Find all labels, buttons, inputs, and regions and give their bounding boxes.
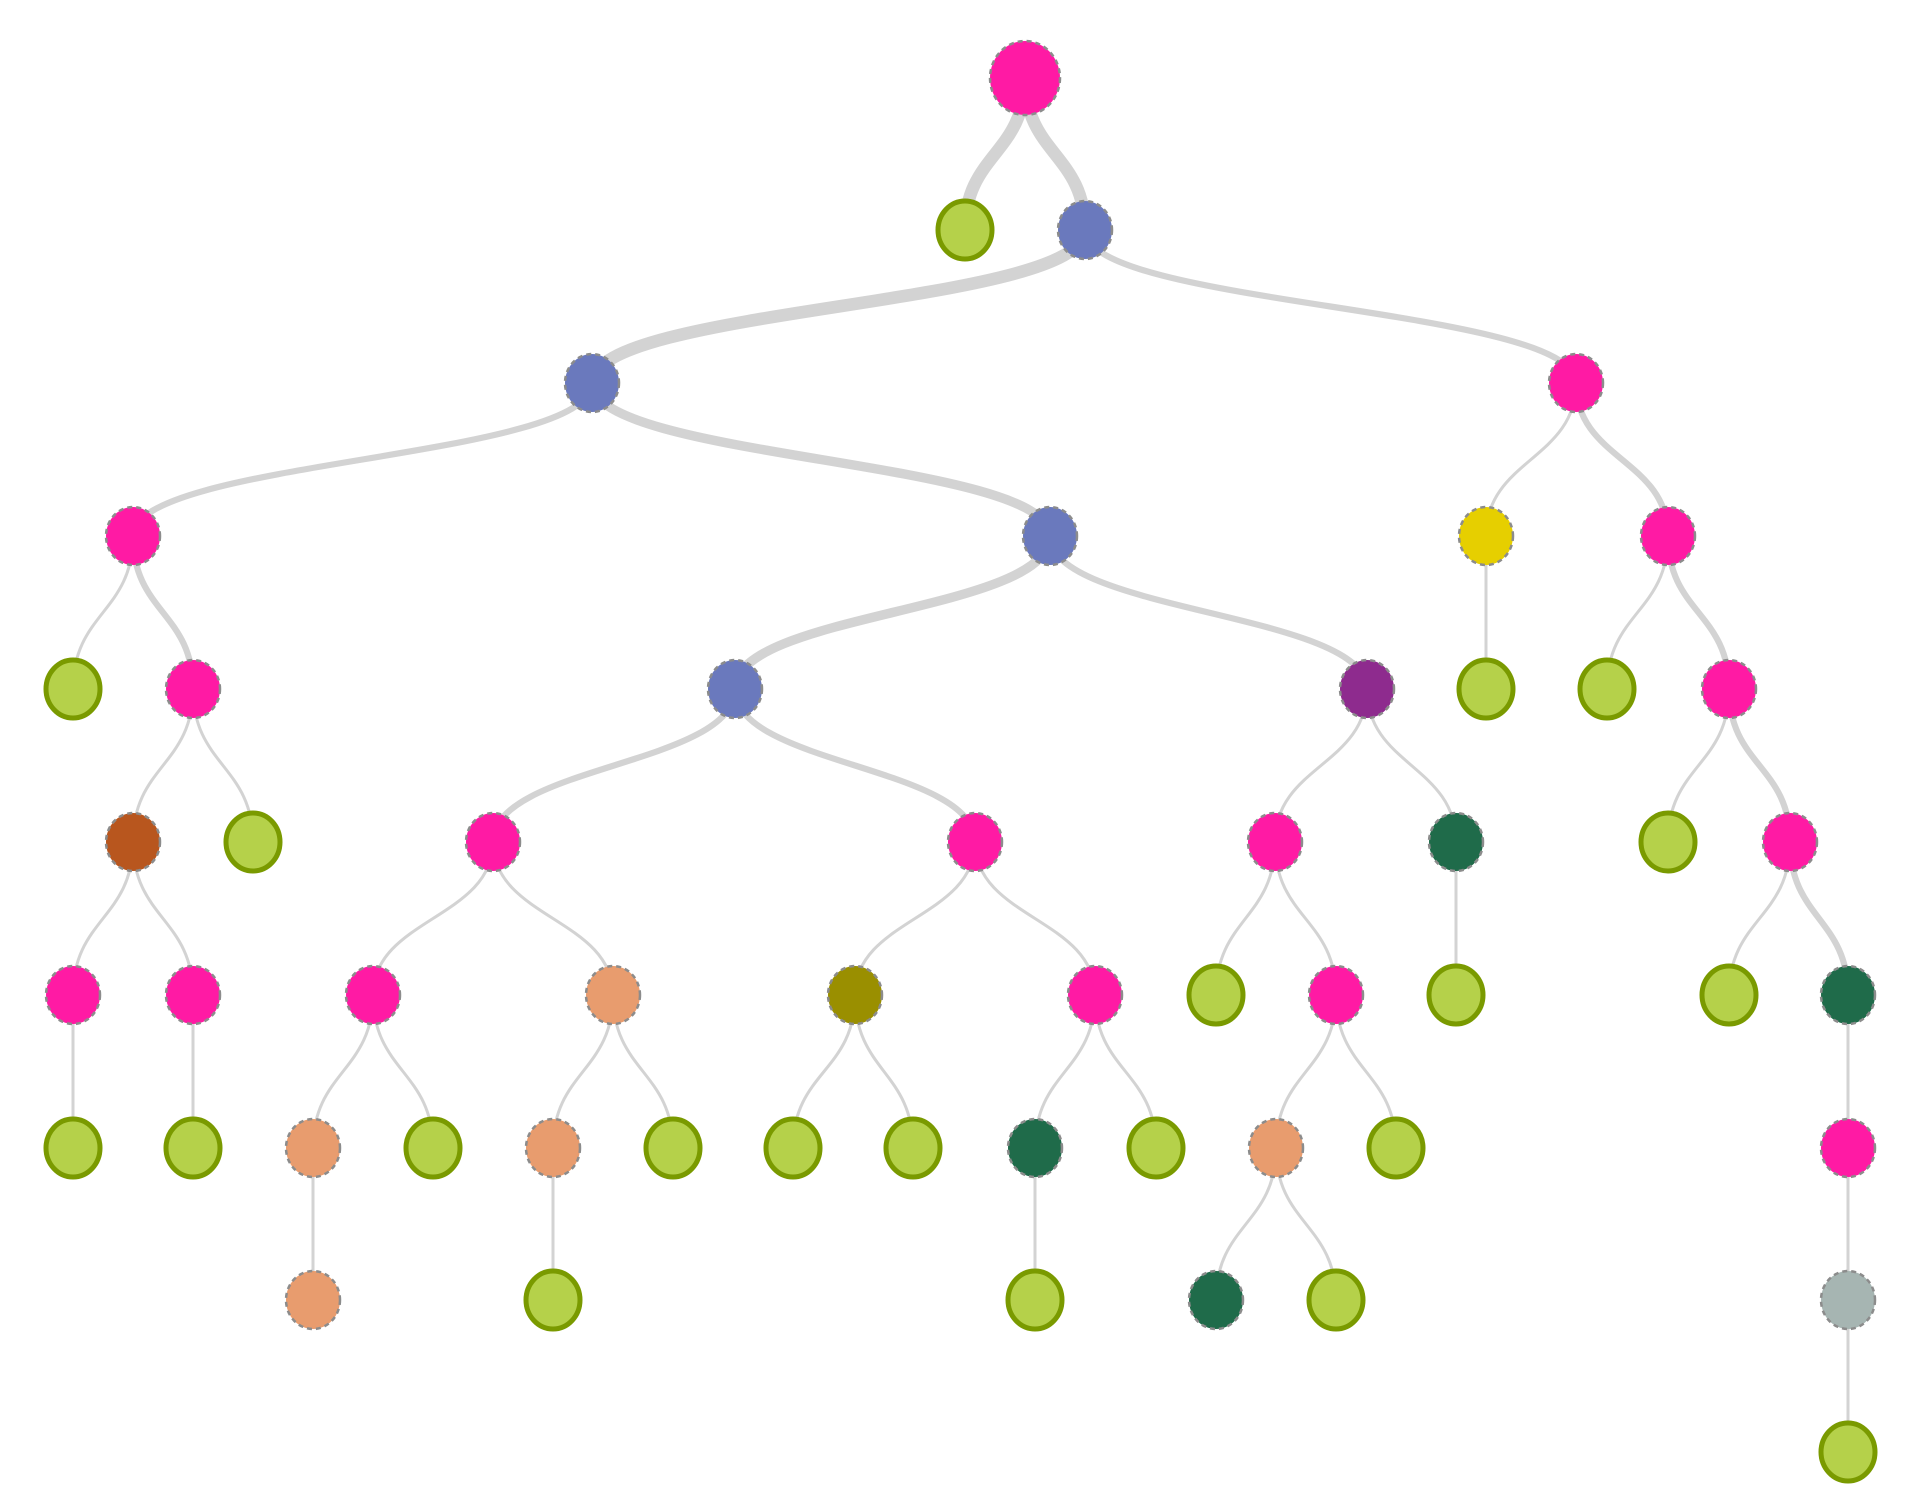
tree-node-darkgreen[interactable]	[1006, 1117, 1064, 1179]
tree-node-leaf[interactable]	[1699, 963, 1759, 1027]
tree-node-leaf[interactable]	[1366, 1116, 1426, 1180]
tree-node-leaf[interactable]	[763, 1116, 823, 1180]
tree-node-leaf[interactable]	[1638, 810, 1698, 874]
tree-node-magenta[interactable]	[1246, 811, 1304, 873]
tree-node-yellow[interactable]	[1457, 505, 1515, 567]
tree-node-magenta[interactable]	[1700, 658, 1758, 720]
tree-node-leaf[interactable]	[1186, 963, 1246, 1027]
tree-node-leaf[interactable]	[643, 1116, 703, 1180]
tree-node-leaf[interactable]	[935, 198, 995, 262]
edge-n18-n26	[371, 840, 495, 997]
edge-n11-n18	[489, 685, 739, 846]
edge-n2-n4	[1081, 226, 1580, 387]
tree-node-magenta[interactable]	[1066, 964, 1124, 1026]
tree-node-leaf[interactable]	[1818, 1420, 1878, 1484]
tree-node-magenta[interactable]	[1547, 352, 1605, 414]
tree-node-purple[interactable]	[1338, 658, 1396, 720]
tree-node-olive[interactable]	[826, 964, 884, 1026]
tree-node-leaf[interactable]	[1456, 657, 1516, 721]
edge-n3-n6	[587, 378, 1055, 541]
tree-node-magenta[interactable]	[464, 811, 522, 873]
tree-node-leaf[interactable]	[883, 1116, 943, 1180]
tree-node-magenta[interactable]	[164, 964, 222, 1026]
tree-node-gray[interactable]	[1819, 1269, 1877, 1331]
tree-node-leaf[interactable]	[1126, 1116, 1186, 1180]
tree-node-peach[interactable]	[284, 1269, 342, 1331]
tree-node-peach[interactable]	[524, 1117, 582, 1179]
tree-edges	[71, 71, 1852, 1454]
tree-nodes	[43, 39, 1878, 1484]
tree-node-magenta[interactable]	[1819, 1117, 1877, 1179]
tree-node-peach[interactable]	[1247, 1117, 1305, 1179]
edge-n6-n12	[1046, 532, 1371, 693]
root-node-magenta[interactable]	[988, 39, 1062, 117]
tree-node-leaf[interactable]	[43, 1116, 103, 1180]
tree-node-peach[interactable]	[284, 1117, 342, 1179]
tree-node-leaf[interactable]	[1306, 1268, 1366, 1332]
tree-node-darkgreen[interactable]	[1427, 811, 1485, 873]
tree-node-magenta[interactable]	[946, 811, 1004, 873]
edge-n2-n3	[585, 223, 1092, 390]
tree-node-magenta[interactable]	[1307, 964, 1365, 1026]
tree-node-blue[interactable]	[1021, 505, 1079, 567]
tree-node-leaf[interactable]	[43, 657, 103, 721]
tree-node-magenta[interactable]	[164, 658, 222, 720]
tree-node-magenta[interactable]	[44, 964, 102, 1026]
tree-node-blue[interactable]	[1056, 199, 1114, 261]
tree-node-leaf[interactable]	[223, 810, 283, 874]
tree-node-magenta[interactable]	[1639, 505, 1697, 567]
edge-n19-n28	[853, 840, 977, 997]
tree-node-blue[interactable]	[706, 658, 764, 720]
edge-n6-n11	[730, 531, 1055, 694]
tree-node-darkgreen[interactable]	[1187, 1269, 1245, 1331]
tree-node-darkgreen[interactable]	[1819, 964, 1877, 1026]
tree-node-magenta[interactable]	[344, 964, 402, 1026]
tree-node-peach[interactable]	[584, 964, 642, 1026]
tree-node-leaf[interactable]	[1426, 963, 1486, 1027]
tree-node-leaf[interactable]	[1005, 1268, 1065, 1332]
tree-node-magenta[interactable]	[104, 505, 162, 567]
tree-node-rust[interactable]	[104, 811, 162, 873]
tree-node-leaf[interactable]	[163, 1116, 223, 1180]
tree-node-leaf[interactable]	[523, 1268, 583, 1332]
tree-node-magenta[interactable]	[1761, 811, 1819, 873]
tree-node-blue[interactable]	[563, 352, 621, 414]
tree-node-leaf[interactable]	[403, 1116, 463, 1180]
tree-node-leaf[interactable]	[1577, 657, 1637, 721]
edge-n3-n5	[129, 379, 596, 540]
edge-n11-n19	[731, 685, 979, 846]
